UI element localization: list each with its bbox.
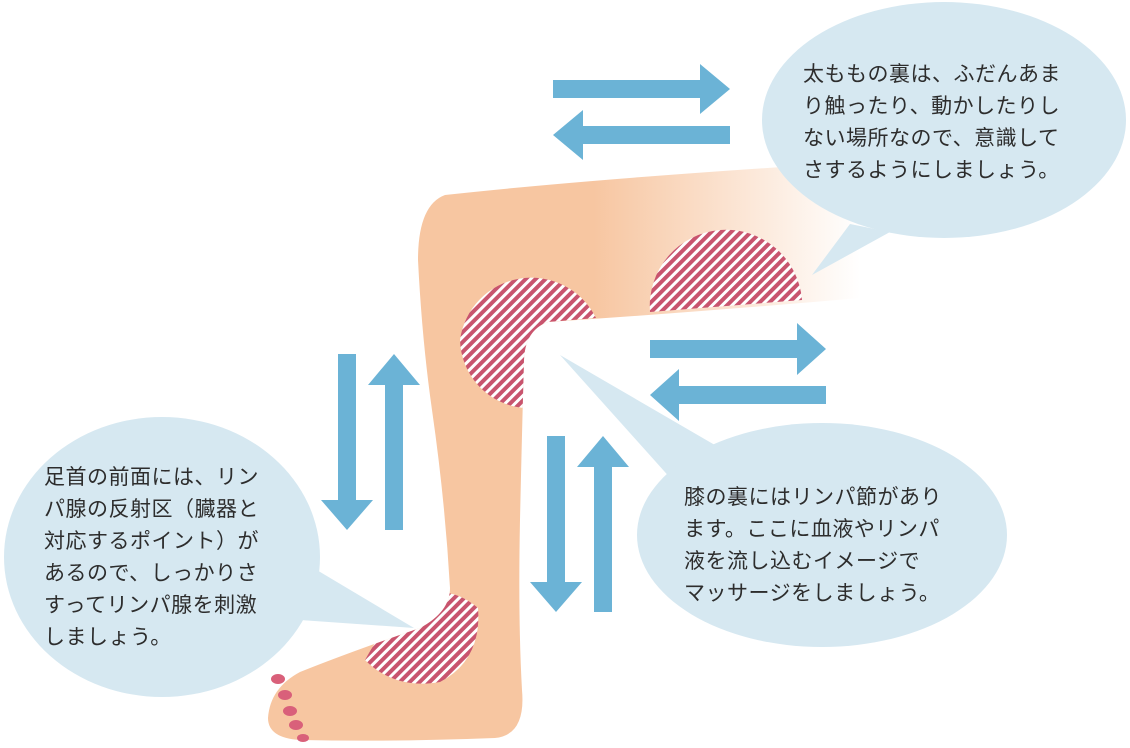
- arrow-down-icon: [530, 436, 582, 612]
- speech-bubble-ankle: [4, 417, 414, 697]
- speech-bubble-knee: [560, 355, 1007, 647]
- arrows-thigh: [553, 64, 730, 160]
- callout-knee-text: 膝の裏にはリンパ節があり ます。ここに血液やリンパ 液を流し込むイメージで マッ…: [684, 481, 942, 609]
- callout-line: 太ももの裏は、ふだんあま: [803, 62, 1061, 86]
- callout-line: マッサージをしましょう。: [684, 581, 941, 605]
- callout-thigh-text: 太ももの裏は、ふだんあま り触ったり、動かしたりし ない場所なので、意識して さ…: [803, 58, 1061, 186]
- hatched-zone-back-thigh: [649, 229, 802, 312]
- arrow-up-icon: [577, 436, 629, 612]
- arrow-left-icon: [553, 110, 730, 160]
- arrows-shin-left: [321, 354, 420, 530]
- arrow-left-icon: [650, 369, 826, 421]
- callout-line: ない場所なので、意識して: [803, 126, 1060, 150]
- arrows-shin-right: [530, 436, 629, 612]
- arrow-right-icon: [650, 323, 826, 375]
- callout-line: 対応するポイント）が: [44, 529, 259, 553]
- arrow-right-icon: [553, 64, 730, 114]
- arrows-knee: [650, 323, 826, 421]
- callout-line: 膝の裏にはリンパ節があり: [684, 485, 942, 509]
- callout-line: 液を流し込むイメージで: [684, 549, 921, 573]
- callout-line: パ腺の反射区（臓器と: [44, 497, 259, 521]
- toenails: [271, 674, 309, 742]
- hatched-zone-ankle: [365, 592, 479, 684]
- callout-line: しましょう。: [44, 625, 172, 649]
- callout-ankle-text: 足首の前面には、リン パ腺の反射区（臓器と 対応するポイント）が あるので、しっ…: [44, 461, 259, 653]
- callout-line: り触ったり、動かしたりし: [803, 94, 1061, 118]
- callout-line: すってリンパ腺を刺激: [44, 593, 258, 617]
- callout-line: ます。ここに血液やリンパ: [684, 517, 940, 541]
- arrow-up-icon: [368, 354, 420, 530]
- callout-line: あるので、しっかりさ: [44, 561, 259, 585]
- speech-bubble-thigh: [762, 2, 1126, 275]
- callout-line: さするようにしましょう。: [803, 158, 1060, 182]
- arrow-down-icon: [321, 354, 373, 530]
- callout-line: 足首の前面には、リン: [44, 465, 259, 489]
